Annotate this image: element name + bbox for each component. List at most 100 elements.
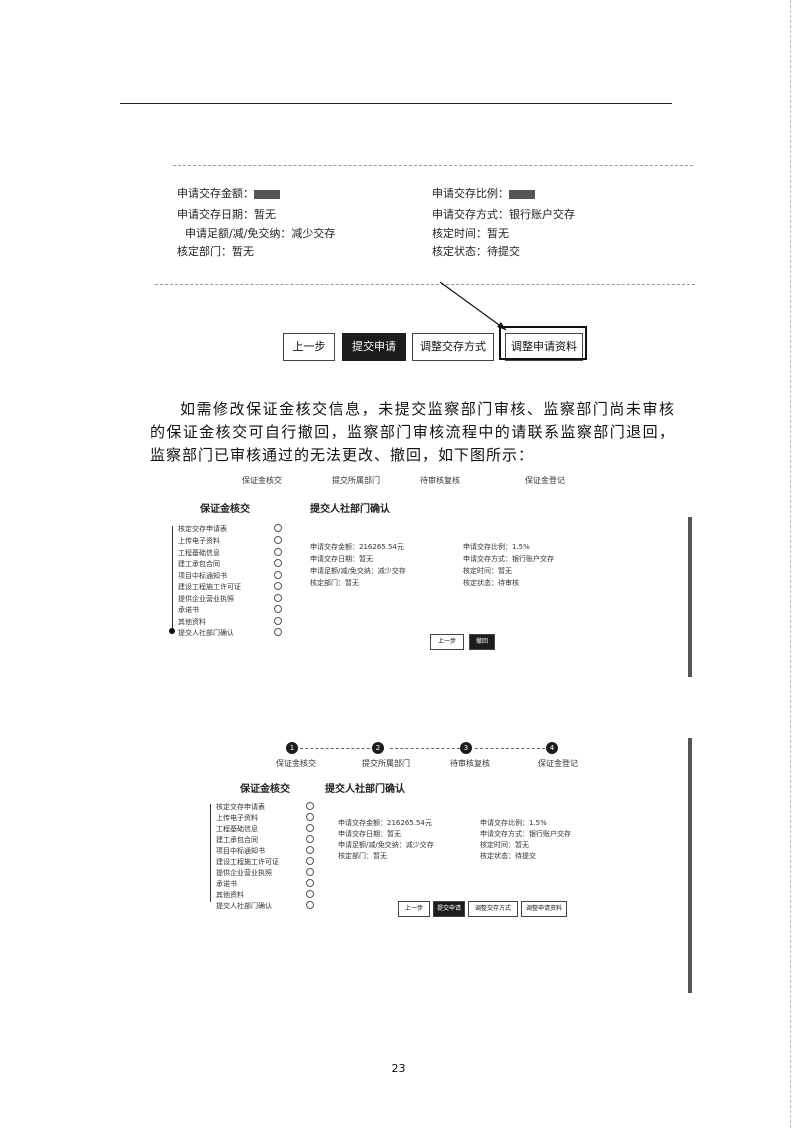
sidebar-item[interactable]: 核定交存申请表 — [216, 803, 265, 811]
sidebar-item[interactable]: 承诺书 — [216, 880, 237, 888]
submit-application-button[interactable]: 提交申请 — [433, 901, 465, 917]
info-apply-ratio: 申请交存比例： — [432, 185, 535, 201]
body-paragraph: 如需修改保证金核交信息，未提交监察部门审核、监察部门尚未审核的保证金核交可自行撤… — [150, 400, 675, 464]
sidebar-item[interactable]: 核定交存申请表 — [178, 525, 227, 533]
check-icon — [306, 846, 314, 854]
step-label: 提交所属部门 — [332, 476, 380, 485]
info-dept: 核定部门：暂无 — [310, 579, 359, 587]
redacted-value — [254, 189, 280, 199]
check-icon — [274, 628, 282, 636]
adjust-deposit-method-button[interactable]: 调整交存方式 — [468, 901, 518, 917]
header-rule — [120, 103, 672, 104]
step-label: 保证金核交 — [276, 759, 316, 768]
torn-edge-bottom — [155, 284, 695, 285]
section-title: 提交人社部门确认 — [310, 504, 390, 515]
info-verify-status: 核定状态：待提交 — [432, 245, 520, 258]
prev-step-button[interactable]: 上一步 — [283, 333, 335, 361]
check-icon — [274, 617, 282, 625]
check-icon — [274, 536, 282, 544]
info-apply-type: 申请足额/减/免交纳：减少交存 — [338, 841, 434, 849]
screenshot-withdraw: 保证金核交 提交所属部门 待审核复核 保证金登记 保证金核交 提交人社部门确认 … — [150, 472, 695, 727]
step-circle: 1 — [286, 742, 298, 754]
check-icon — [274, 582, 282, 590]
check-icon — [274, 559, 282, 567]
info-apply-date: 申请交存日期：暂无 — [338, 830, 401, 838]
check-icon — [306, 857, 314, 865]
info-apply-date: 申请交存日期：暂无 — [177, 208, 276, 221]
sidebar-item[interactable]: 提交人社部门确认 — [216, 902, 272, 910]
scrollbar[interactable] — [688, 517, 692, 677]
sidebar-rail — [172, 526, 173, 630]
page-edge — [790, 0, 791, 1128]
info-dept: 核定部门：暂无 — [177, 245, 254, 258]
check-icon — [306, 824, 314, 832]
step-label: 提交所属部门 — [362, 759, 410, 768]
info-apply-amount: 申请交存金额：216265.54元 — [310, 543, 404, 551]
sidebar-item[interactable]: 其他资料 — [178, 618, 206, 626]
sidebar-item[interactable]: 建设工程施工许可证 — [216, 858, 279, 866]
info-dept: 核定部门：暂无 — [338, 852, 387, 860]
check-icon — [274, 594, 282, 602]
info-apply-ratio: 申请交存比例：1.5% — [463, 543, 530, 551]
sidebar-item[interactable]: 工程基础信息 — [178, 549, 220, 557]
check-icon — [306, 879, 314, 887]
torn-edge-top — [173, 165, 693, 166]
check-icon — [306, 813, 314, 821]
step-connector — [390, 748, 460, 749]
step-label: 待审核复核 — [450, 759, 490, 768]
sidebar-item[interactable]: 提供企业营业执照 — [178, 595, 234, 603]
step-circle: 2 — [372, 742, 384, 754]
info-apply-amount: 申请交存金额： — [177, 185, 280, 201]
info-verify-time: 核定时间：暂无 — [432, 227, 509, 240]
screenshot-pending: 1 2 3 4 保证金核交 提交所属部门 待审核复核 保证金登记 保证金核交 提… — [150, 738, 695, 1000]
check-icon — [306, 802, 314, 810]
sidebar-title: 保证金核交 — [200, 504, 250, 515]
check-icon — [306, 890, 314, 898]
sidebar-item[interactable]: 建工承包合同 — [178, 560, 220, 568]
check-icon — [274, 571, 282, 579]
check-icon — [274, 605, 282, 613]
prev-step-button[interactable]: 上一步 — [430, 634, 464, 650]
sidebar-item[interactable]: 提供企业营业执照 — [216, 869, 272, 877]
sidebar-item[interactable]: 项目中标通知书 — [178, 572, 227, 580]
info-apply-amount: 申请交存金额：216265.54元 — [338, 819, 432, 827]
sidebar-item[interactable]: 上传电子资料 — [178, 537, 220, 545]
sidebar-item[interactable]: 其他资料 — [216, 891, 244, 899]
step-label: 保证金登记 — [525, 476, 565, 485]
current-step-dot — [169, 628, 175, 634]
sidebar-item[interactable]: 工程基础信息 — [216, 825, 258, 833]
sidebar-item[interactable]: 提交人社部门确认 — [178, 629, 234, 637]
step-label: 保证金核交 — [242, 476, 282, 485]
screenshot-fragment-application-info: 申请交存金额： 申请交存日期：暂无 申请足额/减/免交纳：减少交存 核定部门：暂… — [155, 165, 700, 290]
info-verify-status: 核定状态：待提交 — [480, 852, 536, 860]
step-connector — [300, 748, 380, 749]
sidebar-rail — [210, 804, 211, 902]
info-verify-time: 核定时间：暂无 — [463, 567, 512, 575]
sidebar-item[interactable]: 承诺书 — [178, 606, 199, 614]
scrollbar[interactable] — [688, 738, 692, 993]
page-number: 23 — [391, 1062, 406, 1075]
info-apply-method: 申请交存方式：银行账户交存 — [432, 208, 575, 221]
adjust-application-materials-button[interactable]: 调整申请资料 — [505, 333, 583, 361]
section-title: 提交人社部门确认 — [325, 784, 405, 795]
highlight-box — [499, 326, 587, 360]
info-apply-ratio: 申请交存比例：1.5% — [480, 819, 547, 827]
info-apply-method: 申请交存方式：银行账户交存 — [463, 555, 554, 563]
step-label: 待审核复核 — [420, 476, 460, 485]
withdraw-button[interactable]: 撤回 — [469, 634, 495, 650]
sidebar-item[interactable]: 项目中标通知书 — [216, 847, 265, 855]
redacted-value — [509, 189, 535, 199]
check-icon — [306, 835, 314, 843]
adjust-deposit-method-button[interactable]: 调整交存方式 — [412, 333, 494, 361]
info-apply-method: 申请交存方式：银行账户交存 — [480, 830, 571, 838]
info-verify-status: 核定状态：待审核 — [463, 579, 519, 587]
prev-step-button[interactable]: 上一步 — [398, 901, 430, 917]
step-circle: 4 — [546, 742, 558, 754]
sidebar-item[interactable]: 上传电子资料 — [216, 814, 258, 822]
info-apply-date: 申请交存日期：暂无 — [310, 555, 373, 563]
sidebar-item[interactable]: 建工承包合同 — [216, 836, 258, 844]
check-icon — [274, 524, 282, 532]
adjust-application-materials-button[interactable]: 调整申请资料 — [521, 901, 567, 917]
submit-application-button[interactable]: 提交申请 — [342, 333, 406, 361]
sidebar-item[interactable]: 建设工程施工许可证 — [178, 583, 241, 591]
